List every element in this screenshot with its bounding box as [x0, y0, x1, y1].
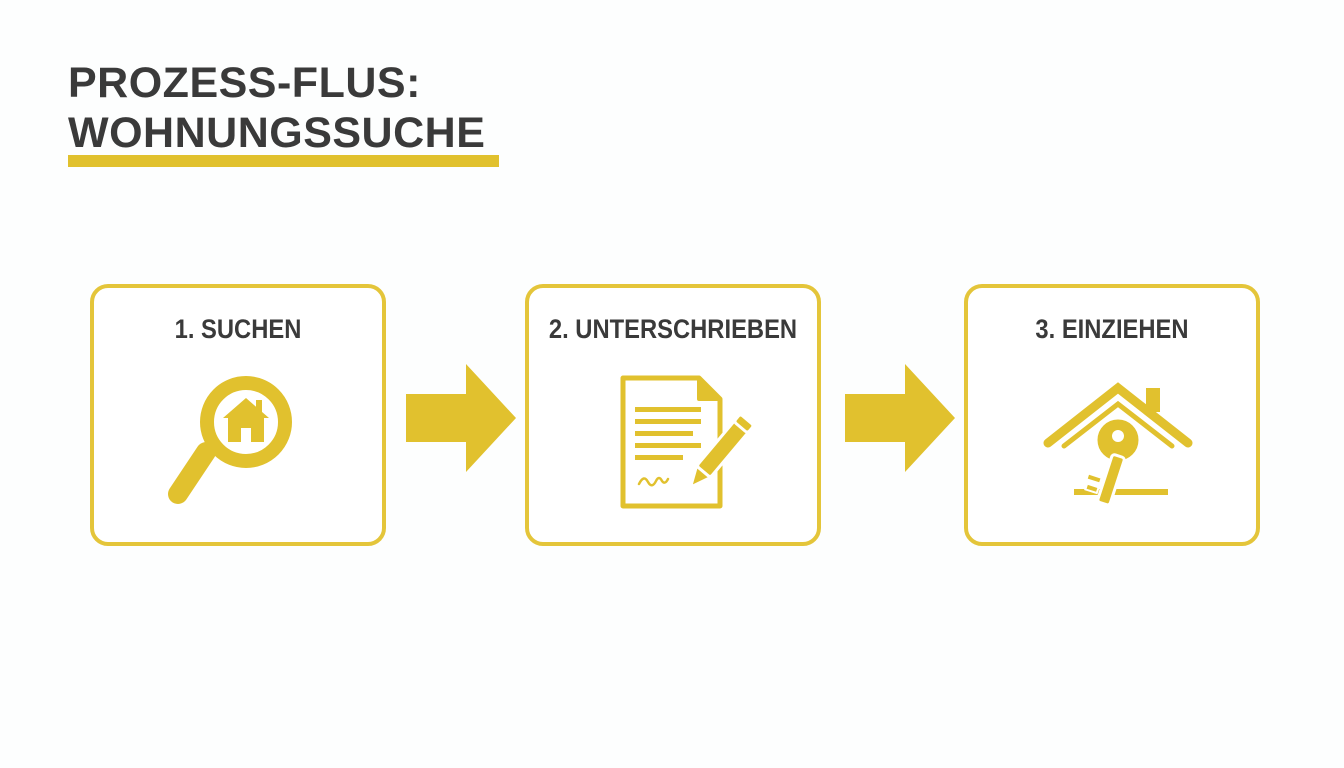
step-box-search: 1. SUCHEN	[90, 284, 386, 546]
step-label-move-in: 3. EINZIEHEN	[1035, 314, 1189, 344]
step-label-search: 1. SUCHEN	[174, 314, 302, 344]
magnifier-house-icon	[168, 376, 292, 504]
step-label-sign: 2. UNTERSCHRIEBEN	[548, 314, 798, 344]
step-box-move-in: 3. EINZIEHEN	[964, 284, 1260, 546]
title-line-2: WOHNUNGSSUCHE	[68, 109, 486, 157]
title-underline	[68, 155, 499, 167]
flow-arrow-icon	[406, 364, 516, 472]
page-title: PROZESS-FLUS: WOHNUNGSSUCHE	[68, 58, 508, 158]
flow-arrow-icon	[845, 364, 955, 472]
contract-pen-icon	[620, 375, 755, 509]
step-box-sign: 2. UNTERSCHRIEBEN	[525, 284, 821, 546]
title-line-1: PROZESS-FLUS:	[68, 59, 421, 107]
house-key-icon	[1043, 382, 1193, 507]
